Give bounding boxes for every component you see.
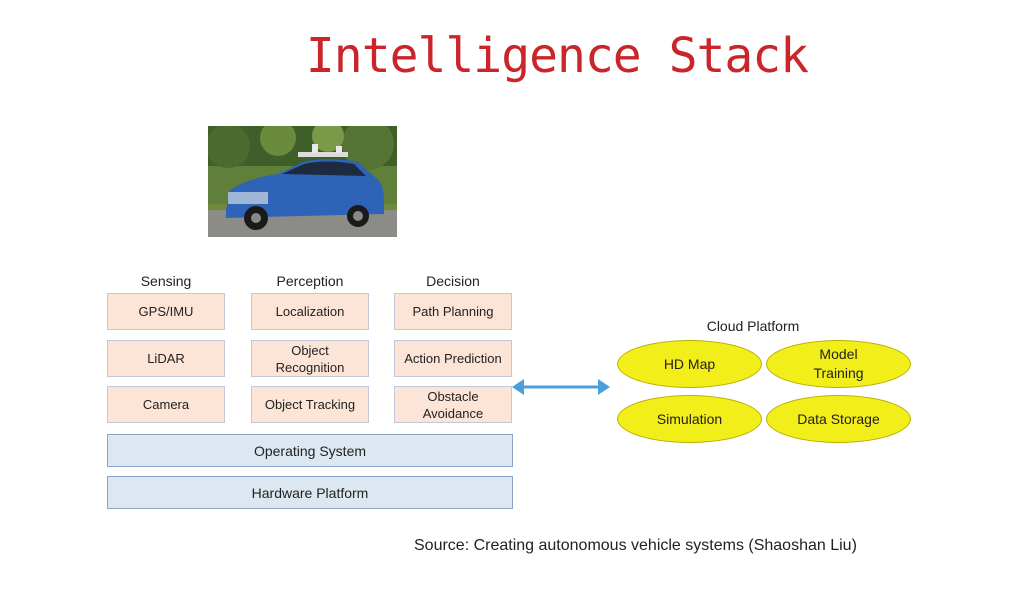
sensing-lidar: LiDAR xyxy=(107,340,225,377)
cloud-hd-map: HD Map xyxy=(617,340,762,388)
autonomous-car-image xyxy=(208,126,397,237)
bidirectional-arrow-icon xyxy=(512,379,610,395)
sensing-camera: Camera xyxy=(107,386,225,423)
decision-path-planning: Path Planning xyxy=(394,293,512,330)
perception-object-recognition: Object Recognition xyxy=(251,340,369,377)
slide-title: Intelligence Stack xyxy=(305,28,809,84)
sensing-heading: Sensing xyxy=(140,273,192,289)
cloud-model-training: Model Training xyxy=(766,340,911,388)
decision-action-prediction: Action Prediction xyxy=(394,340,512,377)
sensing-gps-imu: GPS/IMU xyxy=(107,293,225,330)
source-citation: Source: Creating autonomous vehicle syst… xyxy=(414,537,857,554)
perception-heading: Perception xyxy=(276,273,344,289)
decision-heading: Decision xyxy=(426,273,480,289)
hardware-platform-layer: Hardware Platform xyxy=(107,476,513,509)
perception-object-tracking: Object Tracking xyxy=(251,386,369,423)
car-photo xyxy=(208,126,397,237)
cloud-simulation: Simulation xyxy=(617,395,762,443)
perception-localization: Localization xyxy=(251,293,369,330)
cloud-data-storage: Data Storage xyxy=(766,395,911,443)
cloud-platform-label: Cloud Platform xyxy=(706,318,800,334)
operating-system-layer: Operating System xyxy=(107,434,513,467)
decision-obstacle-avoidance: Obstacle Avoidance xyxy=(394,386,512,423)
